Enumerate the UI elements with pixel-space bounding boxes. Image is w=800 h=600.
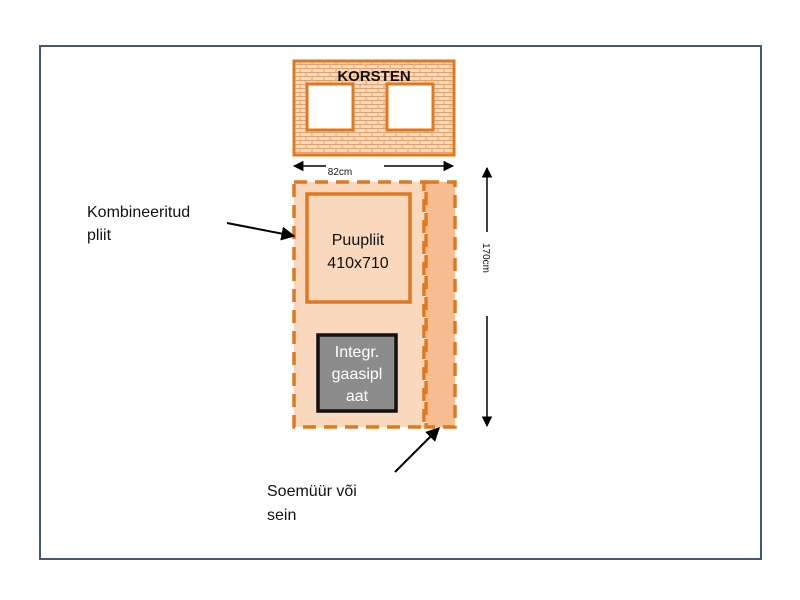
- combined-stove-callout-line2: pliit: [87, 227, 112, 244]
- height-dimension: 170cm: [480, 166, 493, 428]
- chimney-label: KORSTEN: [337, 68, 410, 85]
- gas-hob: Integr. gaasipl aat: [316, 333, 398, 413]
- combined-stove-callout: Kombineeritud pliit: [87, 204, 296, 244]
- gas-hob-label-line1: Integr.: [335, 344, 379, 361]
- warm-wall-strip: [424, 180, 457, 429]
- warm-wall-callout-line2: sein: [267, 507, 296, 524]
- wood-stove-label-line2: 410x710: [327, 255, 388, 272]
- chimney: KORSTEN: [292, 59, 456, 157]
- width-dimension-label: 82cm: [328, 167, 352, 178]
- height-dimension-label: 170cm: [480, 243, 491, 273]
- combined-stove-callout-arrow: [226, 222, 296, 241]
- warm-wall-callout: Soemüür või sein: [267, 427, 440, 524]
- gas-hob-label-line2: gaasipl: [332, 366, 383, 383]
- chimney-flue-left: [305, 82, 355, 132]
- gas-hob-label-line3: aat: [346, 388, 369, 405]
- warm-wall-callout-line1: Soemüür või: [267, 483, 357, 500]
- wood-stove: Puupliit 410x710: [305, 192, 412, 304]
- chimney-flue-right: [385, 82, 435, 132]
- combined-stove-callout-line1: Kombineeritud: [87, 204, 190, 221]
- width-dimension: 82cm: [292, 160, 455, 178]
- gas-hob-box: [316, 333, 398, 413]
- wood-stove-box: [305, 192, 412, 304]
- warm-wall-callout-arrow: [394, 427, 440, 473]
- wood-stove-label-line1: Puupliit: [332, 232, 385, 249]
